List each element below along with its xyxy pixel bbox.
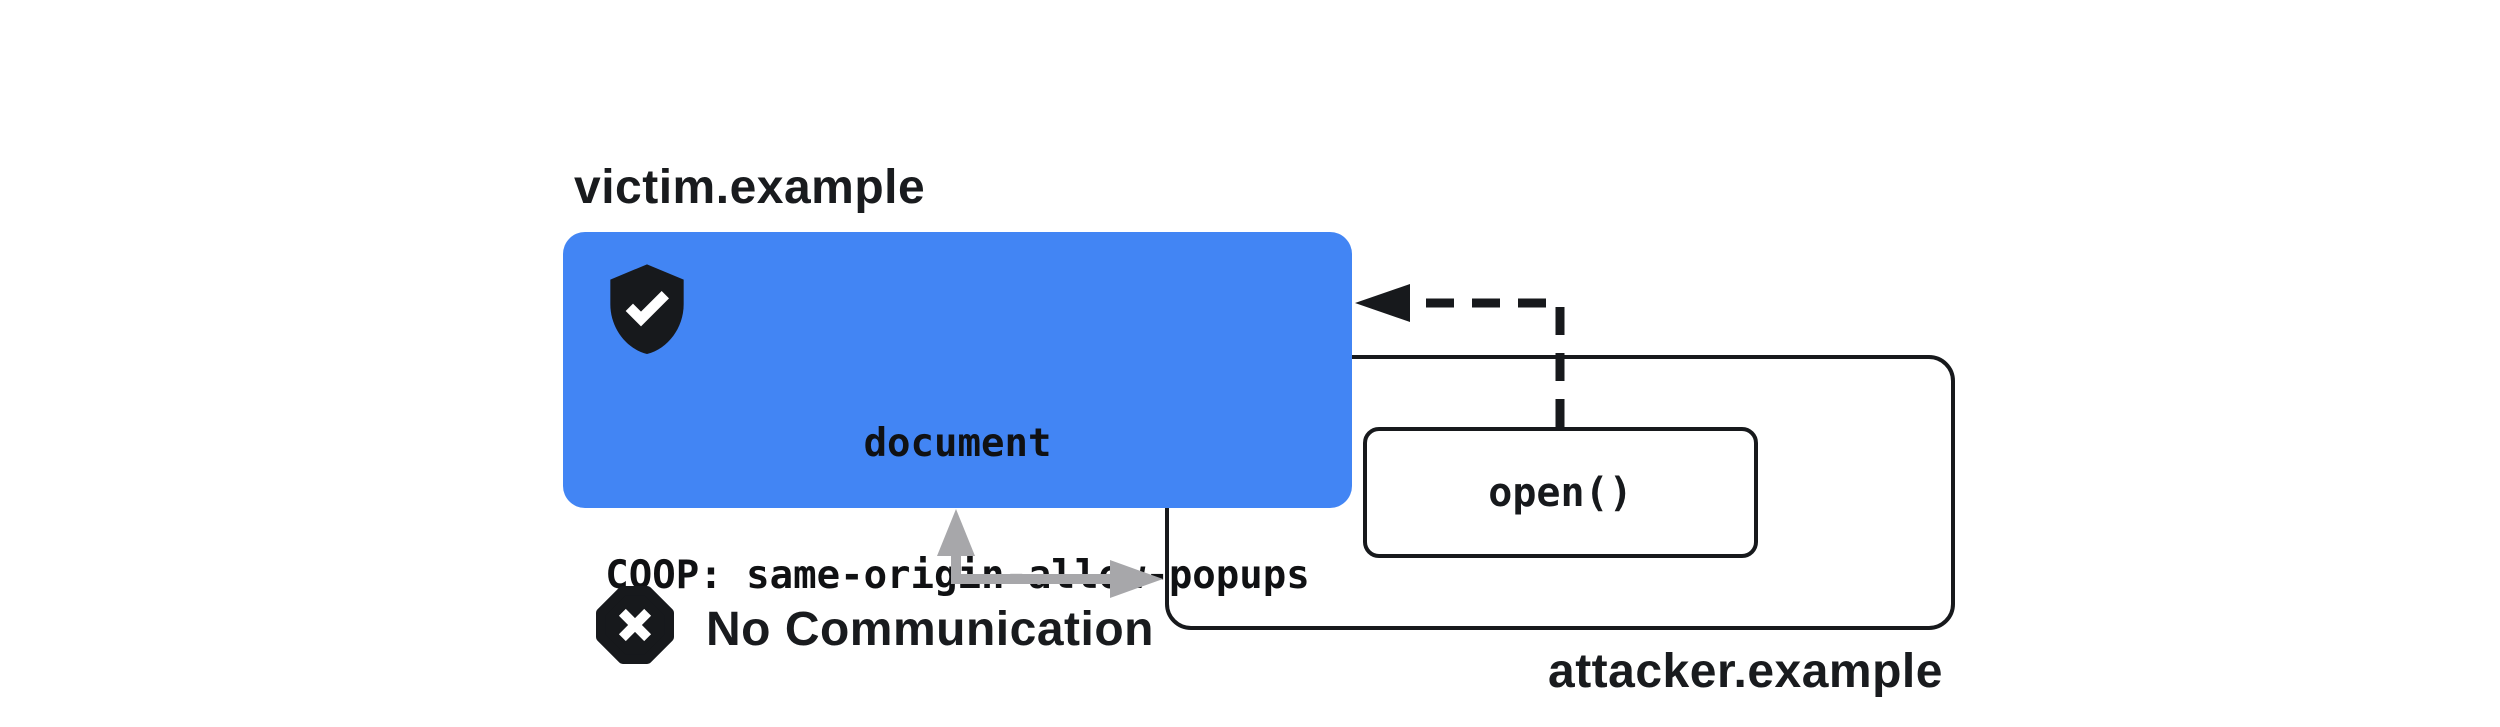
victim-domain-label: victim.example bbox=[574, 161, 926, 214]
open-call-label: open() bbox=[1488, 469, 1633, 516]
no-communication-label: No Communication bbox=[706, 603, 1154, 656]
x-octagon-icon bbox=[596, 586, 674, 664]
attacker-domain-label: attacker.example bbox=[1548, 645, 1943, 698]
victim-document-line1: document bbox=[863, 421, 1052, 466]
victim-document-box: document COOP: same-origin-allow-popups bbox=[563, 232, 1352, 598]
shield-check-icon bbox=[610, 264, 684, 354]
victim-coop-header-line: COOP: same-origin-allow-popups bbox=[605, 553, 1310, 598]
open-call-box: open() bbox=[1363, 427, 1758, 558]
victim-document-text: document COOP: same-origin-allow-popups bbox=[563, 334, 1352, 686]
